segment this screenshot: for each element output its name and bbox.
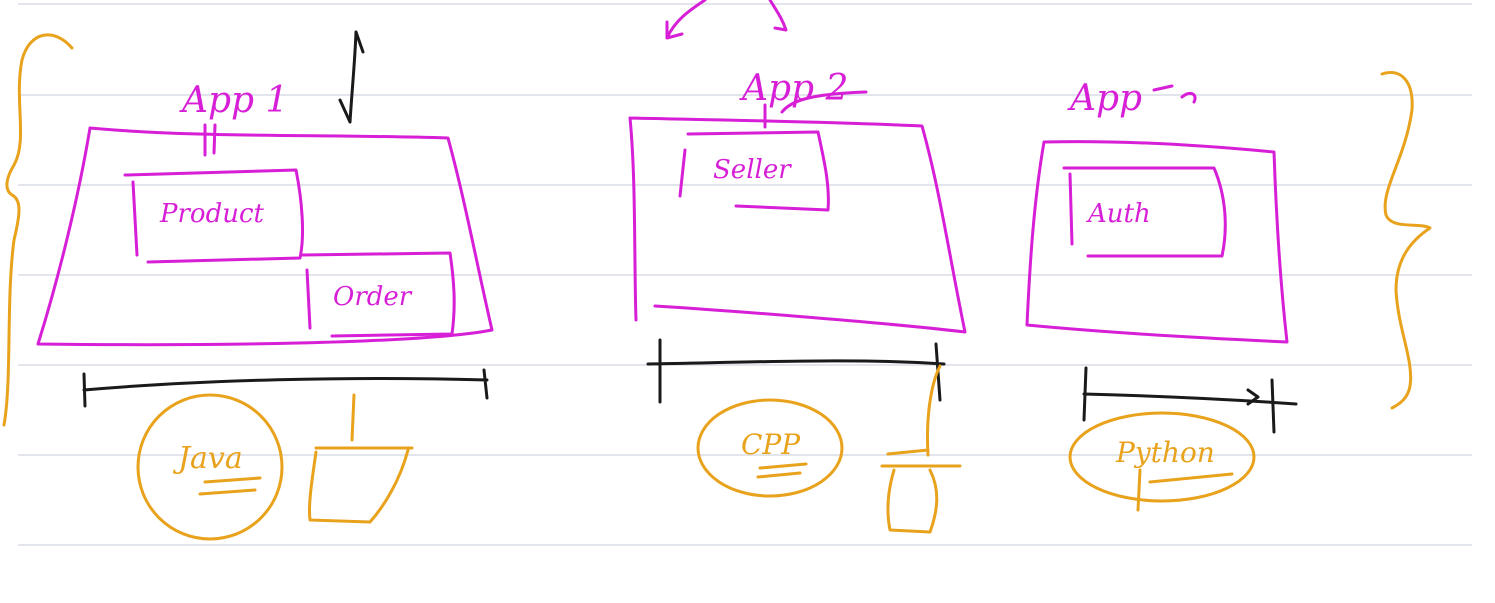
app-2-group: App 2 Seller CPP <box>628 68 967 534</box>
order-module-label: Order <box>333 282 413 312</box>
auth-module-box <box>1062 166 1227 258</box>
app-3-group: App Auth Python <box>1025 78 1298 512</box>
order-module-box <box>301 251 456 338</box>
product-module-label: Product <box>159 199 265 229</box>
ruled-lines <box>18 3 1472 546</box>
product-module-box <box>123 168 304 264</box>
app-1-group: App 1 Product Order Java <box>36 30 494 541</box>
app-1-timeline <box>82 368 489 408</box>
python-circle <box>1068 411 1256 503</box>
cpp-label: CPP <box>741 428 801 461</box>
auth-module-label: Auth <box>1086 199 1151 229</box>
app-2-box <box>628 116 967 334</box>
cpp-circle <box>696 398 844 498</box>
java-database-icon <box>307 393 414 524</box>
updown-arrow <box>338 30 365 124</box>
java-label: Java <box>172 441 243 476</box>
seller-module-label: Seller <box>713 155 792 185</box>
left-brace <box>2 33 74 427</box>
java-circle <box>136 393 284 541</box>
app-3-timeline <box>1082 366 1298 434</box>
seller-module-box <box>686 130 830 212</box>
app-1-title: App 1 <box>179 80 288 121</box>
app-3-box <box>1025 140 1289 344</box>
app-1-box <box>36 126 494 347</box>
app-2-timeline <box>646 338 946 404</box>
right-brace <box>1380 71 1432 410</box>
top-arrow-left <box>665 0 707 40</box>
cpp-database-icon <box>880 364 962 534</box>
python-label: Python <box>1115 436 1215 469</box>
app-3-title: App <box>1067 78 1142 119</box>
top-arrow-right <box>768 0 788 32</box>
